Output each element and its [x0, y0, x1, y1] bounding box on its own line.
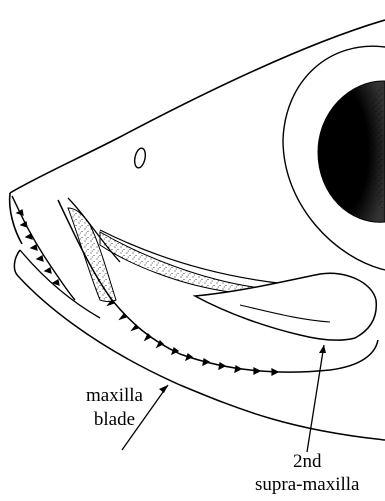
label-blade-word: blade: [86, 410, 143, 429]
label-supra-maxilla-word: supra-maxilla: [255, 475, 359, 494]
snout-outline: [10, 193, 22, 244]
premaxilla-teeth: [17, 210, 59, 285]
pointer-supra-maxilla: [307, 345, 324, 452]
label-maxilla-blade: maxilla blade: [86, 386, 143, 429]
nostril: [133, 147, 147, 169]
label-second-supra-maxilla: 2nd supra-maxilla: [255, 452, 359, 494]
stippled-region-front: [68, 208, 116, 302]
pointer-maxilla-blade-head: [159, 385, 168, 393]
pointer-supra-maxilla-head: [319, 345, 326, 353]
label-maxilla-word: maxilla: [86, 386, 143, 405]
label-2nd-word: 2nd: [255, 452, 359, 471]
